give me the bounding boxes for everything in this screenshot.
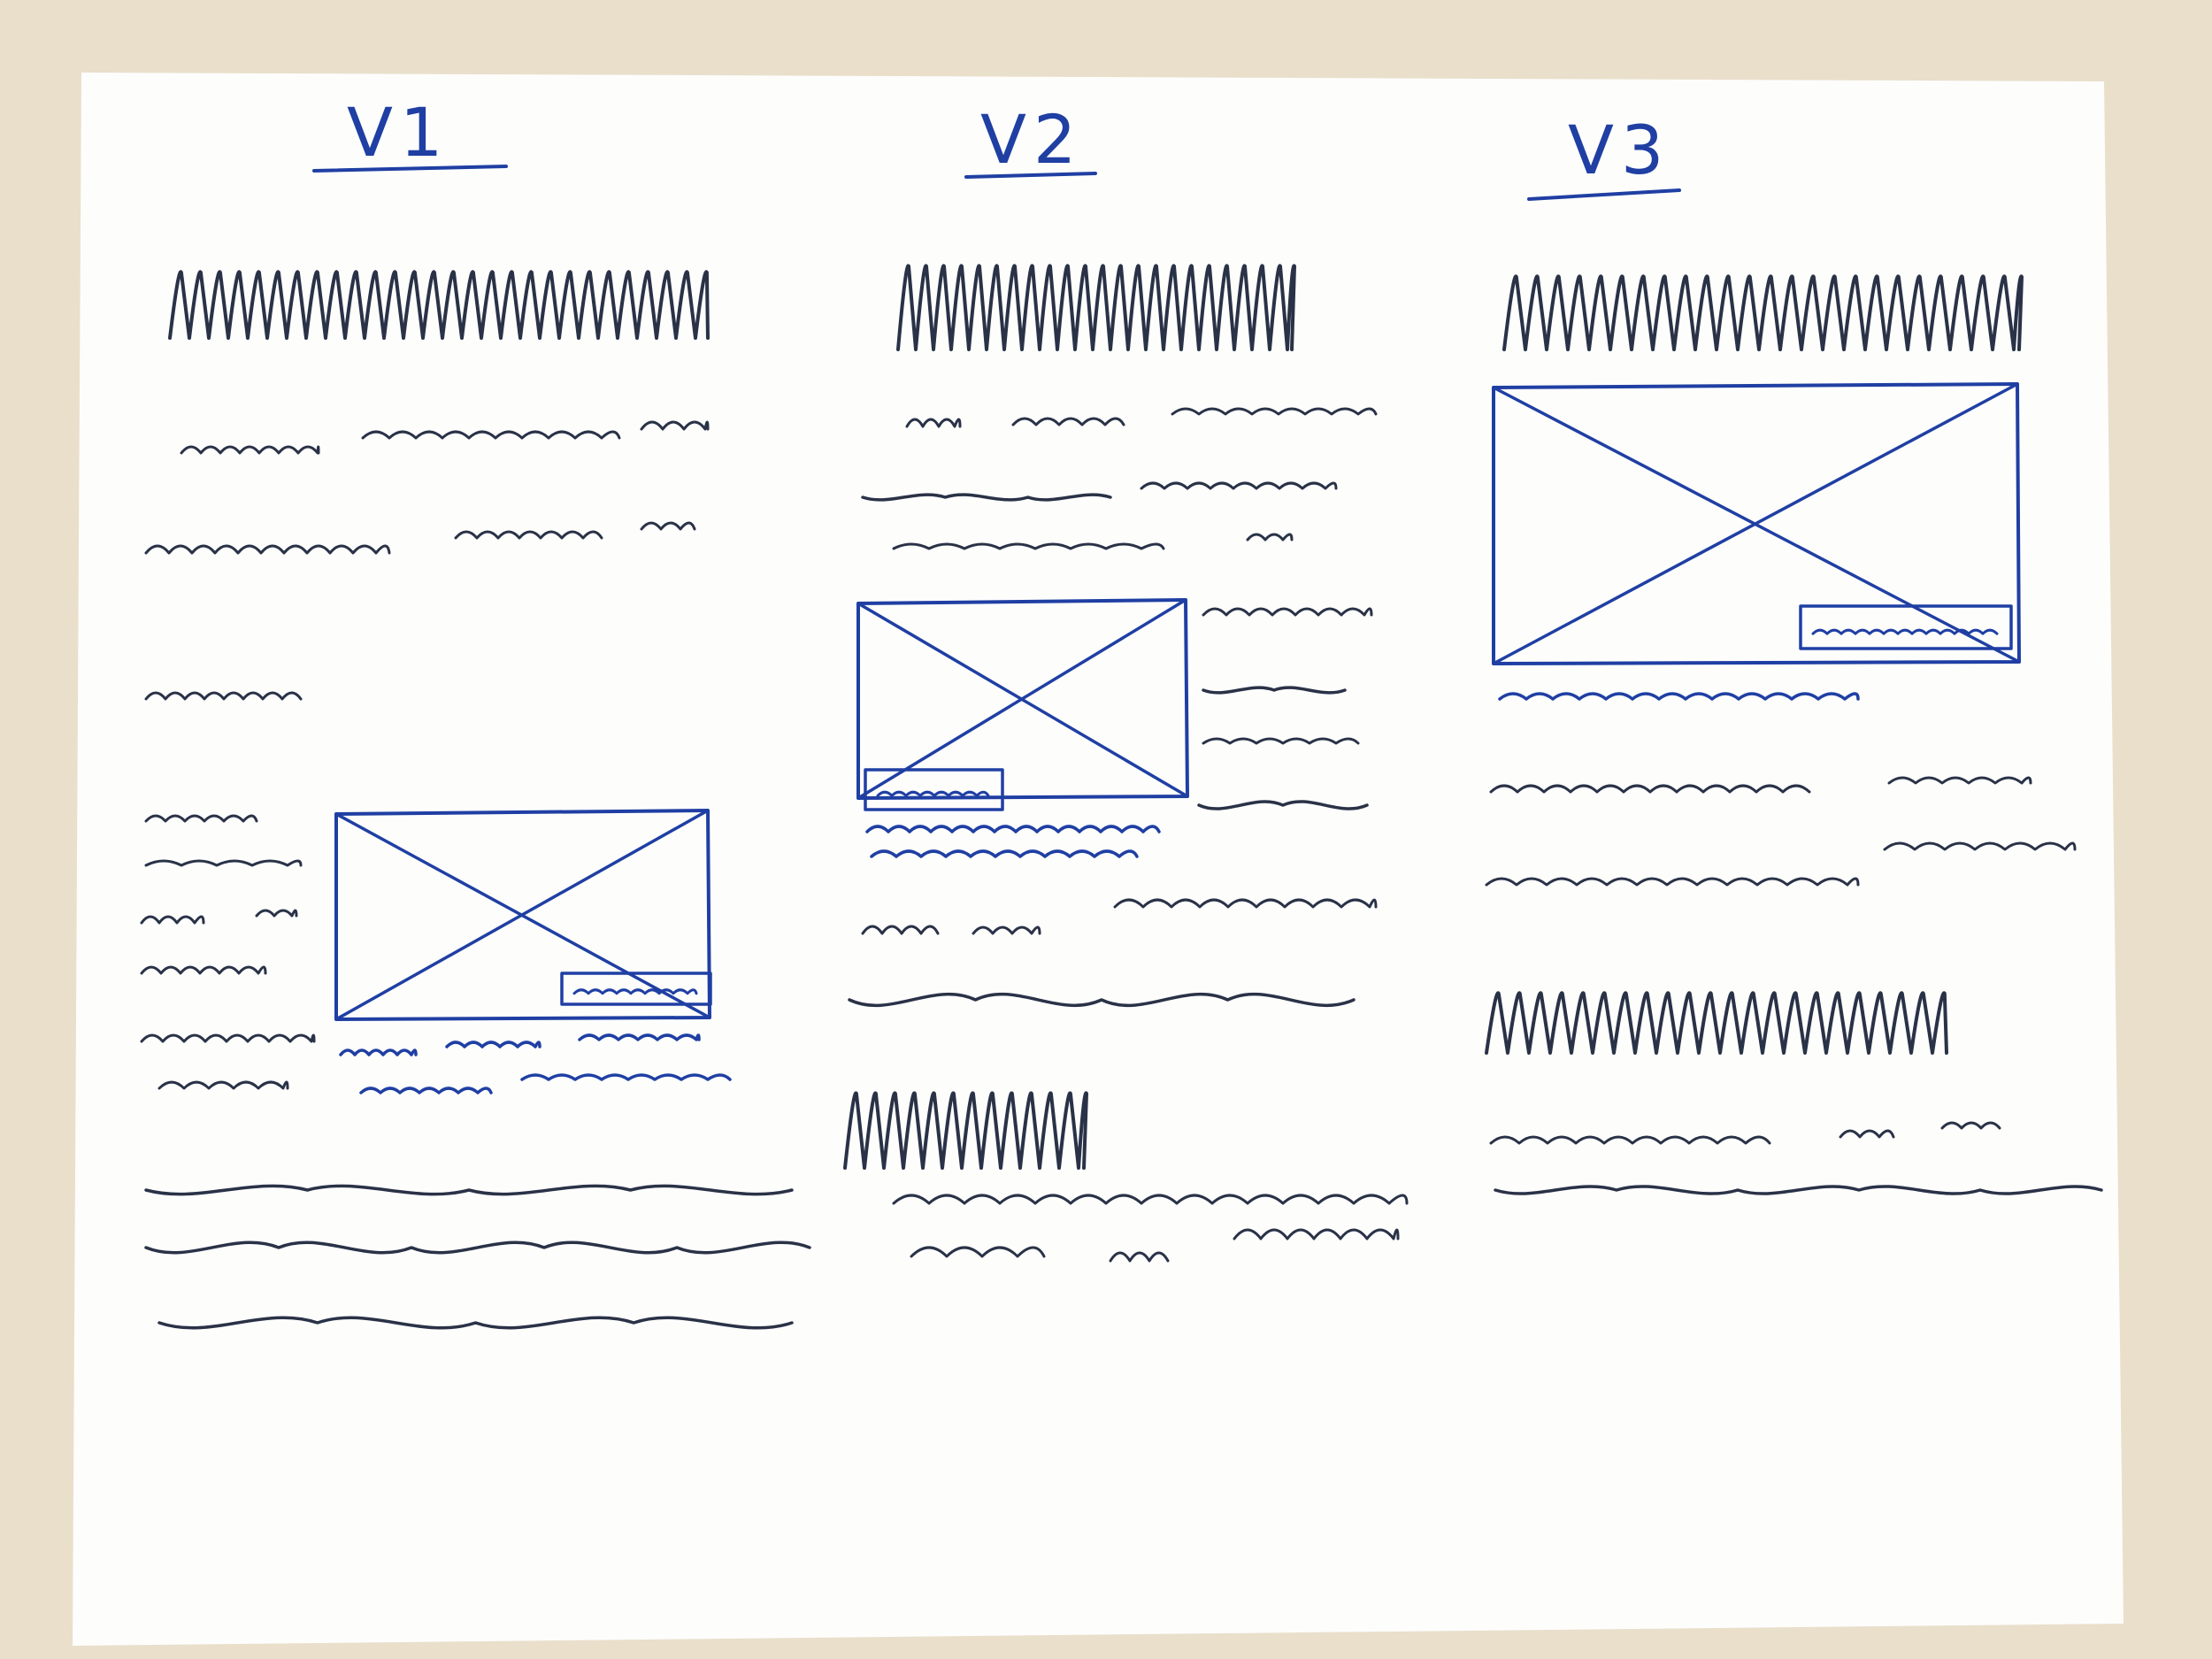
title-underline-v2 [964, 172, 1097, 179]
text-scribble [1489, 784, 1811, 794]
caption-line-scribble [445, 1041, 541, 1048]
text-scribble [1171, 407, 1378, 416]
text-scribble [640, 420, 710, 431]
image-caption-box [560, 972, 712, 1006]
title-underline-v1 [312, 165, 508, 173]
caption-line-scribble [1498, 692, 1860, 701]
caption-scribble [1811, 628, 1999, 635]
text-wave [1197, 800, 1369, 810]
text-scribble [1485, 877, 1860, 887]
caption-line-scribble [870, 849, 1139, 858]
paragraph-line [157, 1316, 794, 1330]
text-scribble [144, 814, 258, 823]
sketch-layer-v3 [1485, 274, 2103, 1195]
image-placeholder [856, 598, 1189, 800]
text-scribble [1233, 1228, 1400, 1240]
text-scribble [1202, 607, 1373, 617]
image-placeholder [334, 809, 711, 1021]
paragraph-line [848, 992, 1356, 1008]
text-scribble [1839, 1129, 1895, 1139]
text-scribble [454, 530, 603, 540]
text-scribble [140, 915, 205, 925]
image-caption-box [1799, 604, 2013, 650]
text-scribble [1011, 417, 1125, 426]
image-caption-box [864, 768, 1004, 811]
text-scribble [1202, 737, 1360, 745]
image-placeholder-cross [334, 809, 710, 1021]
text-scribble [361, 430, 621, 440]
text-scribble [255, 909, 298, 918]
text-scribble [144, 691, 303, 701]
text-scribble [157, 1080, 289, 1090]
paragraph-line [144, 1184, 794, 1196]
image-placeholder-cross [1492, 382, 2019, 665]
image-placeholder-cross [856, 598, 1187, 800]
column-title-v1: V1 [347, 93, 450, 172]
sketch-layer-v2 [843, 264, 1409, 1263]
column-v1 [140, 165, 811, 1330]
text-scribble [1883, 841, 2077, 851]
caption-line-scribble [359, 1087, 493, 1094]
caption-scribble [572, 988, 698, 995]
caption-line-scribble [339, 1048, 418, 1056]
text-wave [1202, 686, 1347, 695]
text-scribble [140, 965, 267, 975]
subheading-scribble [843, 1091, 1088, 1170]
title-underline-v3 [1527, 188, 1681, 201]
headline-scribble [1502, 274, 2024, 351]
subheading-scribble [1485, 991, 1948, 1055]
text-scribble [1940, 1121, 2001, 1130]
text-scribble [972, 926, 1041, 935]
text-scribble [1246, 533, 1294, 541]
text-scribble [861, 925, 940, 935]
text-scribble [1489, 1135, 1771, 1145]
sketch-layer-v1 [140, 270, 811, 1330]
paper-sheet [73, 73, 2124, 1646]
headline-scribble [168, 270, 710, 340]
text-scribble [144, 859, 303, 867]
paragraph-line [1494, 1185, 2103, 1195]
text-scribble [892, 542, 1165, 550]
headline-scribble [896, 264, 1296, 351]
column-title-v3: V3 [1568, 111, 1671, 189]
caption-line-scribble [865, 825, 1161, 833]
caption-line-scribble [578, 1033, 701, 1041]
text-scribble [640, 521, 696, 531]
text-scribble [1109, 1251, 1170, 1263]
text-scribble [905, 418, 962, 428]
text-wave [861, 493, 1112, 502]
column-title-v2: V2 [980, 100, 1084, 179]
text-scribble [144, 544, 391, 555]
column-v3 [1485, 188, 2103, 1195]
paragraph-line [144, 1240, 811, 1255]
text-scribble [892, 1194, 1409, 1205]
text-scribble [1113, 898, 1378, 909]
caption-scribble [876, 790, 990, 797]
text-scribble [1140, 481, 1338, 490]
caption-line-scribble [520, 1073, 732, 1081]
hero-image-placeholder [1492, 382, 2021, 665]
text-scribble [1887, 776, 2032, 785]
column-v2 [843, 172, 1409, 1263]
text-scribble [140, 1033, 316, 1043]
text-scribble [910, 1246, 1046, 1258]
text-scribble [180, 445, 320, 455]
